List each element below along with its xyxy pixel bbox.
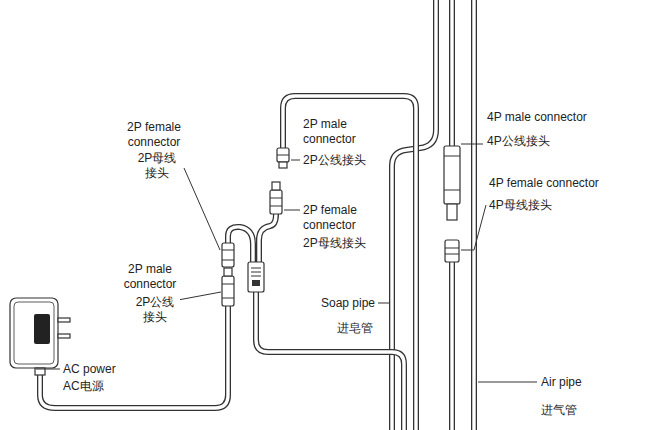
plug-prong — [58, 334, 70, 338]
adapter-label — [34, 314, 50, 344]
cable — [452, 0, 453, 146]
4p-male-connector — [444, 146, 460, 220]
adapter-face — [14, 302, 54, 364]
part-label: AC电源 — [62, 379, 105, 394]
part-label: 2P公线接头 — [302, 153, 367, 168]
4p-female-connector — [445, 240, 459, 262]
y-splitter — [248, 262, 264, 292]
air-pipe — [474, 0, 475, 430]
part-label: 2P母线接头 — [302, 236, 367, 251]
adapter-body — [10, 298, 58, 368]
part-label: Air pipe — [540, 375, 583, 390]
2p-female-connector — [222, 243, 234, 267]
part-label: 进气管 — [540, 403, 578, 418]
part-label: 4P公线接头 — [486, 134, 551, 149]
part-label: 4P母线接头 — [488, 198, 553, 213]
part-label: 2P male connector — [116, 262, 184, 292]
plug-prong — [58, 318, 70, 322]
part-label: 2P公线 接头 — [130, 295, 180, 325]
part-label: Soap pipe — [320, 296, 376, 311]
2p-male-connector — [277, 148, 289, 168]
part-label: 2P female connector — [120, 120, 188, 150]
2p-female-connector — [270, 182, 282, 214]
part-label: 4P male connector — [486, 110, 588, 125]
part-label: 2P female connector — [302, 203, 370, 233]
part-label: 2P母线 接头 — [132, 151, 182, 181]
part-label: AC power — [62, 362, 117, 377]
cable — [283, 96, 416, 430]
2p-male-connector — [222, 268, 234, 306]
cable — [256, 292, 404, 430]
cable — [259, 214, 276, 262]
cable — [452, 262, 453, 430]
part-label: 2P male connector — [302, 117, 370, 147]
ac-adapter — [10, 298, 70, 375]
part-label: 4P female connector — [488, 176, 600, 191]
leader-lines — [36, 144, 537, 382]
part-label: 进皂管 — [336, 321, 374, 336]
